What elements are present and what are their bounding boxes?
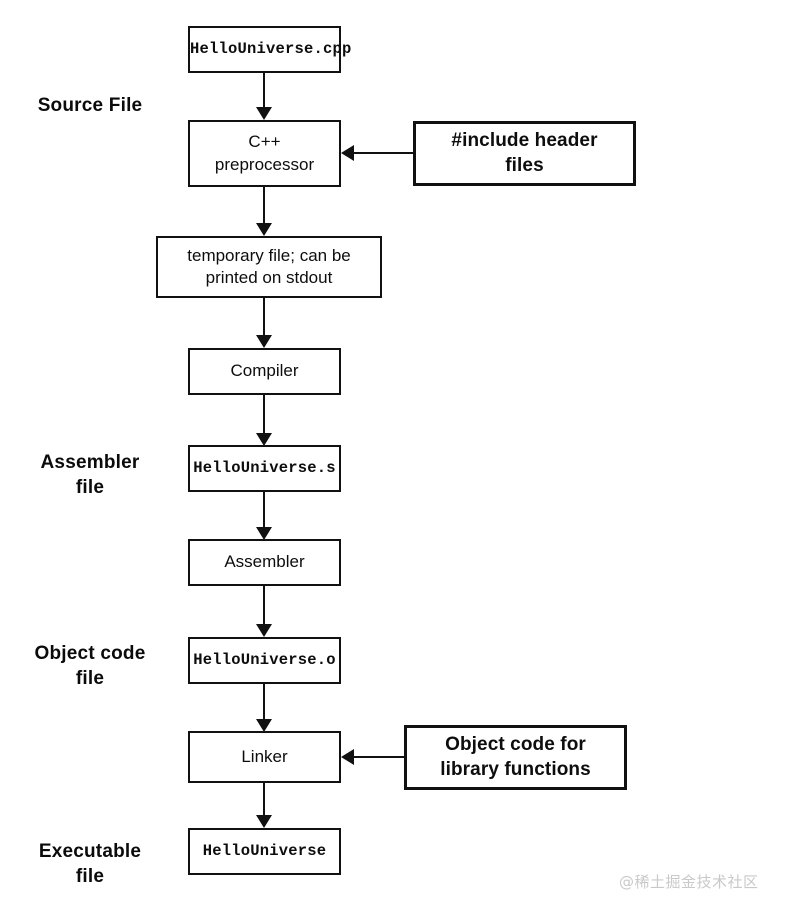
node-object-code-library[interactable]: Object code for library functions xyxy=(404,725,627,790)
node-linker-label: Linker xyxy=(241,746,288,766)
node-hellouniverse-o-label: HelloUniverse.o xyxy=(193,651,336,670)
node-hellouniverse-o[interactable]: HelloUniverse.o xyxy=(188,637,341,684)
node-hellouniverse-cpp[interactable]: HelloUniverse.cpp xyxy=(188,26,352,73)
stage-label-source-file: Source File xyxy=(37,95,143,116)
connector-cpp-to-preprocessor xyxy=(263,73,265,111)
arrowhead-linker-to-executable xyxy=(256,815,272,828)
node-object-code-library-label: Object code for library functions xyxy=(440,733,591,780)
node-cpp-preprocessor-label: C++ preprocessor xyxy=(214,132,315,174)
node-compiler-label: Compiler xyxy=(230,361,299,381)
node-temporary-file[interactable]: temporary file; can be printed on stdout xyxy=(156,236,382,298)
node-cpp-preprocessor[interactable]: C++ preprocessor xyxy=(188,120,341,187)
node-hellouniverse-s-label: HelloUniverse.s xyxy=(193,459,336,478)
connector-library-to-linker xyxy=(354,756,404,758)
connector-preprocessor-to-temp xyxy=(263,187,265,230)
stage-label-object-code-file: Object code file xyxy=(34,643,146,690)
node-include-header-files[interactable]: #include header files xyxy=(413,121,636,186)
arrowhead-include-to-preprocessor xyxy=(341,145,354,161)
arrowhead-library-to-linker xyxy=(341,749,354,765)
connector-obj-to-linker xyxy=(263,684,265,728)
node-hellouniverse-s[interactable]: HelloUniverse.s xyxy=(188,445,341,492)
arrowhead-asm-to-assembler xyxy=(256,527,272,540)
arrowhead-temp-to-compiler xyxy=(256,335,272,348)
connector-linker-to-executable xyxy=(263,783,265,821)
node-temporary-file-label: temporary file; can be printed on stdout xyxy=(187,245,351,287)
node-include-header-files-label: #include header files xyxy=(451,129,598,176)
connector-assembler-to-obj xyxy=(263,586,265,631)
connector-temp-to-compiler xyxy=(263,298,265,340)
node-assembler-label: Assembler xyxy=(224,552,305,572)
node-hellouniverse-cpp-label: HelloUniverse.cpp xyxy=(190,40,352,59)
arrowhead-assembler-to-obj xyxy=(256,624,272,637)
node-assembler[interactable]: Assembler xyxy=(188,539,341,586)
node-compiler[interactable]: Compiler xyxy=(188,348,341,395)
arrowhead-obj-to-linker xyxy=(256,719,272,732)
node-hellouniverse[interactable]: HelloUniverse xyxy=(188,828,341,875)
stage-label-assembler-file: Assembler file xyxy=(40,452,140,499)
node-hellouniverse-label: HelloUniverse xyxy=(202,842,327,861)
connector-compiler-to-asm xyxy=(263,395,265,441)
stage-label-executable-file: Executable file xyxy=(38,841,142,888)
arrowhead-cpp-to-preprocessor xyxy=(256,107,272,120)
arrowhead-compiler-to-asm xyxy=(256,433,272,446)
node-linker[interactable]: Linker xyxy=(188,731,341,783)
connector-asm-to-assembler xyxy=(263,492,265,536)
arrowhead-preprocessor-to-temp xyxy=(256,223,272,236)
connector-include-to-preprocessor xyxy=(354,152,413,154)
watermark-text: @稀土掘金技术社区 xyxy=(619,873,759,891)
